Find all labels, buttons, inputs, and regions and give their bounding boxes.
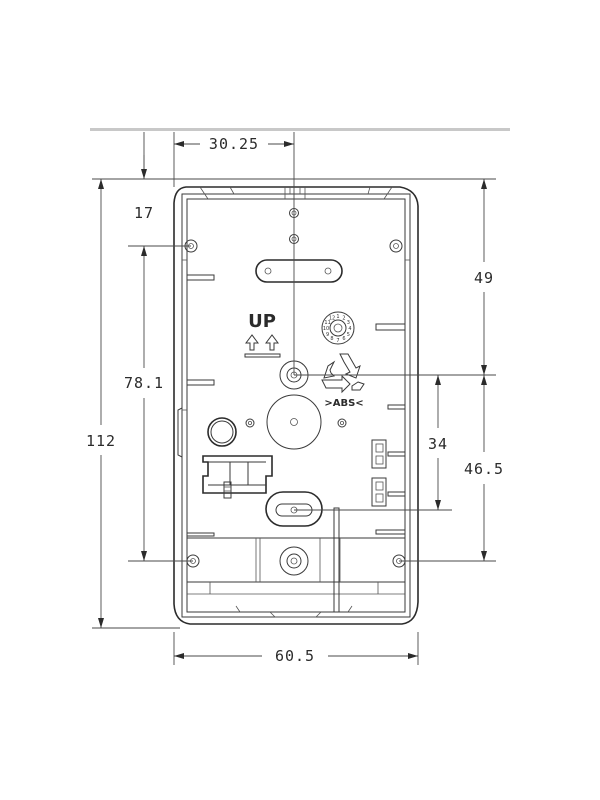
abs-label: >ABS< [324,398,363,409]
dim-49: 49 [474,269,494,287]
top-band [90,128,510,131]
oval-slot [265,491,323,527]
dial-number: 12 [329,315,335,321]
dim-112: 112 [86,432,116,450]
dim-17: 17 [134,204,154,222]
up-marking: UP [244,311,281,358]
recycle-icon [321,353,365,394]
dim-60-5: 60.5 [275,647,315,665]
dial-number: 6 [342,336,345,342]
dial-number: 2 [342,315,345,321]
housing-outline [173,186,419,625]
dim-78-1: 78.1 [124,374,164,392]
dim-46-5: 46.5 [464,460,504,478]
dimension-lines [92,132,496,665]
bottom-mount [279,546,309,576]
dial-number: 1 [336,314,339,320]
slot-hole-top [255,259,343,283]
dial-number: 10 [323,326,329,332]
dial-number: 8 [330,336,333,342]
up-label: UP [248,311,276,332]
dial-number: 9 [326,332,329,338]
connector-lower [371,477,387,507]
dial-number: 11 [324,320,330,326]
screw-mid-left [245,418,255,428]
terminal-block [202,455,273,499]
dim-30-25: 30.25 [209,135,259,153]
corner-hole-tr [389,239,403,253]
connector-upper [371,439,387,469]
up-arrow-icon [265,334,279,351]
up-arrow-icon [245,334,259,351]
dial-number: 7 [336,338,339,344]
dial-number: 4 [348,326,351,332]
dial-number: 5 [347,332,350,338]
screw-mid-right [337,418,347,428]
dial-number: 3 [347,320,350,326]
round-hole-left [207,417,237,447]
dim-34: 34 [428,435,448,453]
large-circle [266,394,322,450]
